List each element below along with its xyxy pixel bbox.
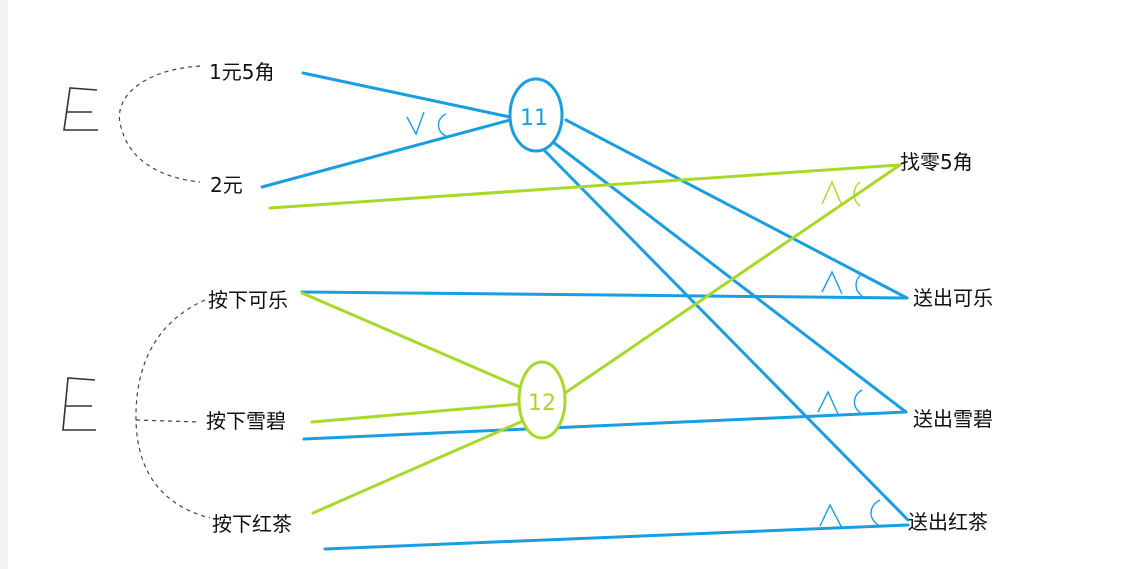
intermediate-node-1-label: 11 [520, 106, 548, 131]
blue-connections [260, 71, 910, 551]
intermediate-node-2 [517, 360, 567, 440]
input-coin-2: 2元 [210, 173, 243, 197]
exclusive-constraint-mark-bottom [62, 377, 96, 431]
output-tea: 送出红茶 [908, 510, 988, 534]
edge-tea-press-tea-out [323, 523, 910, 551]
output-cola: 送出可乐 [913, 286, 993, 310]
input-press-sprite: 按下雪碧 [206, 409, 286, 433]
intermediate-node-2-label: 12 [528, 391, 556, 416]
dashed-constraint-arc-bottom [135, 299, 211, 519]
edge-cola-press-cola-out [300, 290, 909, 300]
and-symbol-tea [819, 499, 881, 529]
and-symbol-sprite [817, 389, 863, 415]
input-press-cola: 按下可乐 [208, 288, 288, 312]
edge-coin2-change [268, 163, 902, 210]
output-change: 找零5角 [900, 150, 973, 174]
edge-sprite-press-node2 [310, 402, 522, 424]
and-symbol-node1 [406, 111, 447, 137]
edge-node1-cola-out [564, 118, 909, 300]
input-press-tea: 按下红茶 [212, 512, 292, 536]
dashed-constraint-arc-top [118, 65, 201, 183]
edge-sprite-press-sprite-out [302, 410, 908, 441]
and-symbol-cola [821, 270, 863, 297]
edge-node1-tea-out [542, 148, 910, 522]
output-sprite: 送出雪碧 [913, 407, 993, 431]
input-coin-1-5: 1元5角 [209, 60, 274, 84]
edge-coin2-node1 [260, 118, 512, 189]
edge-node1-sprite-out [551, 140, 908, 414]
edge-tea-press-node2 [311, 418, 527, 515]
intermediate-node-1 [508, 77, 564, 153]
green-connections [268, 163, 902, 515]
and-symbol-change [821, 180, 861, 207]
edge-node2-change [563, 163, 902, 395]
edge-cola-press-node2 [300, 291, 524, 390]
exclusive-constraint-mark-top [63, 87, 98, 131]
edge-coin15-node1 [301, 71, 512, 119]
left-edge-strip [0, 0, 8, 569]
dashed-constraint-connector [135, 419, 201, 423]
